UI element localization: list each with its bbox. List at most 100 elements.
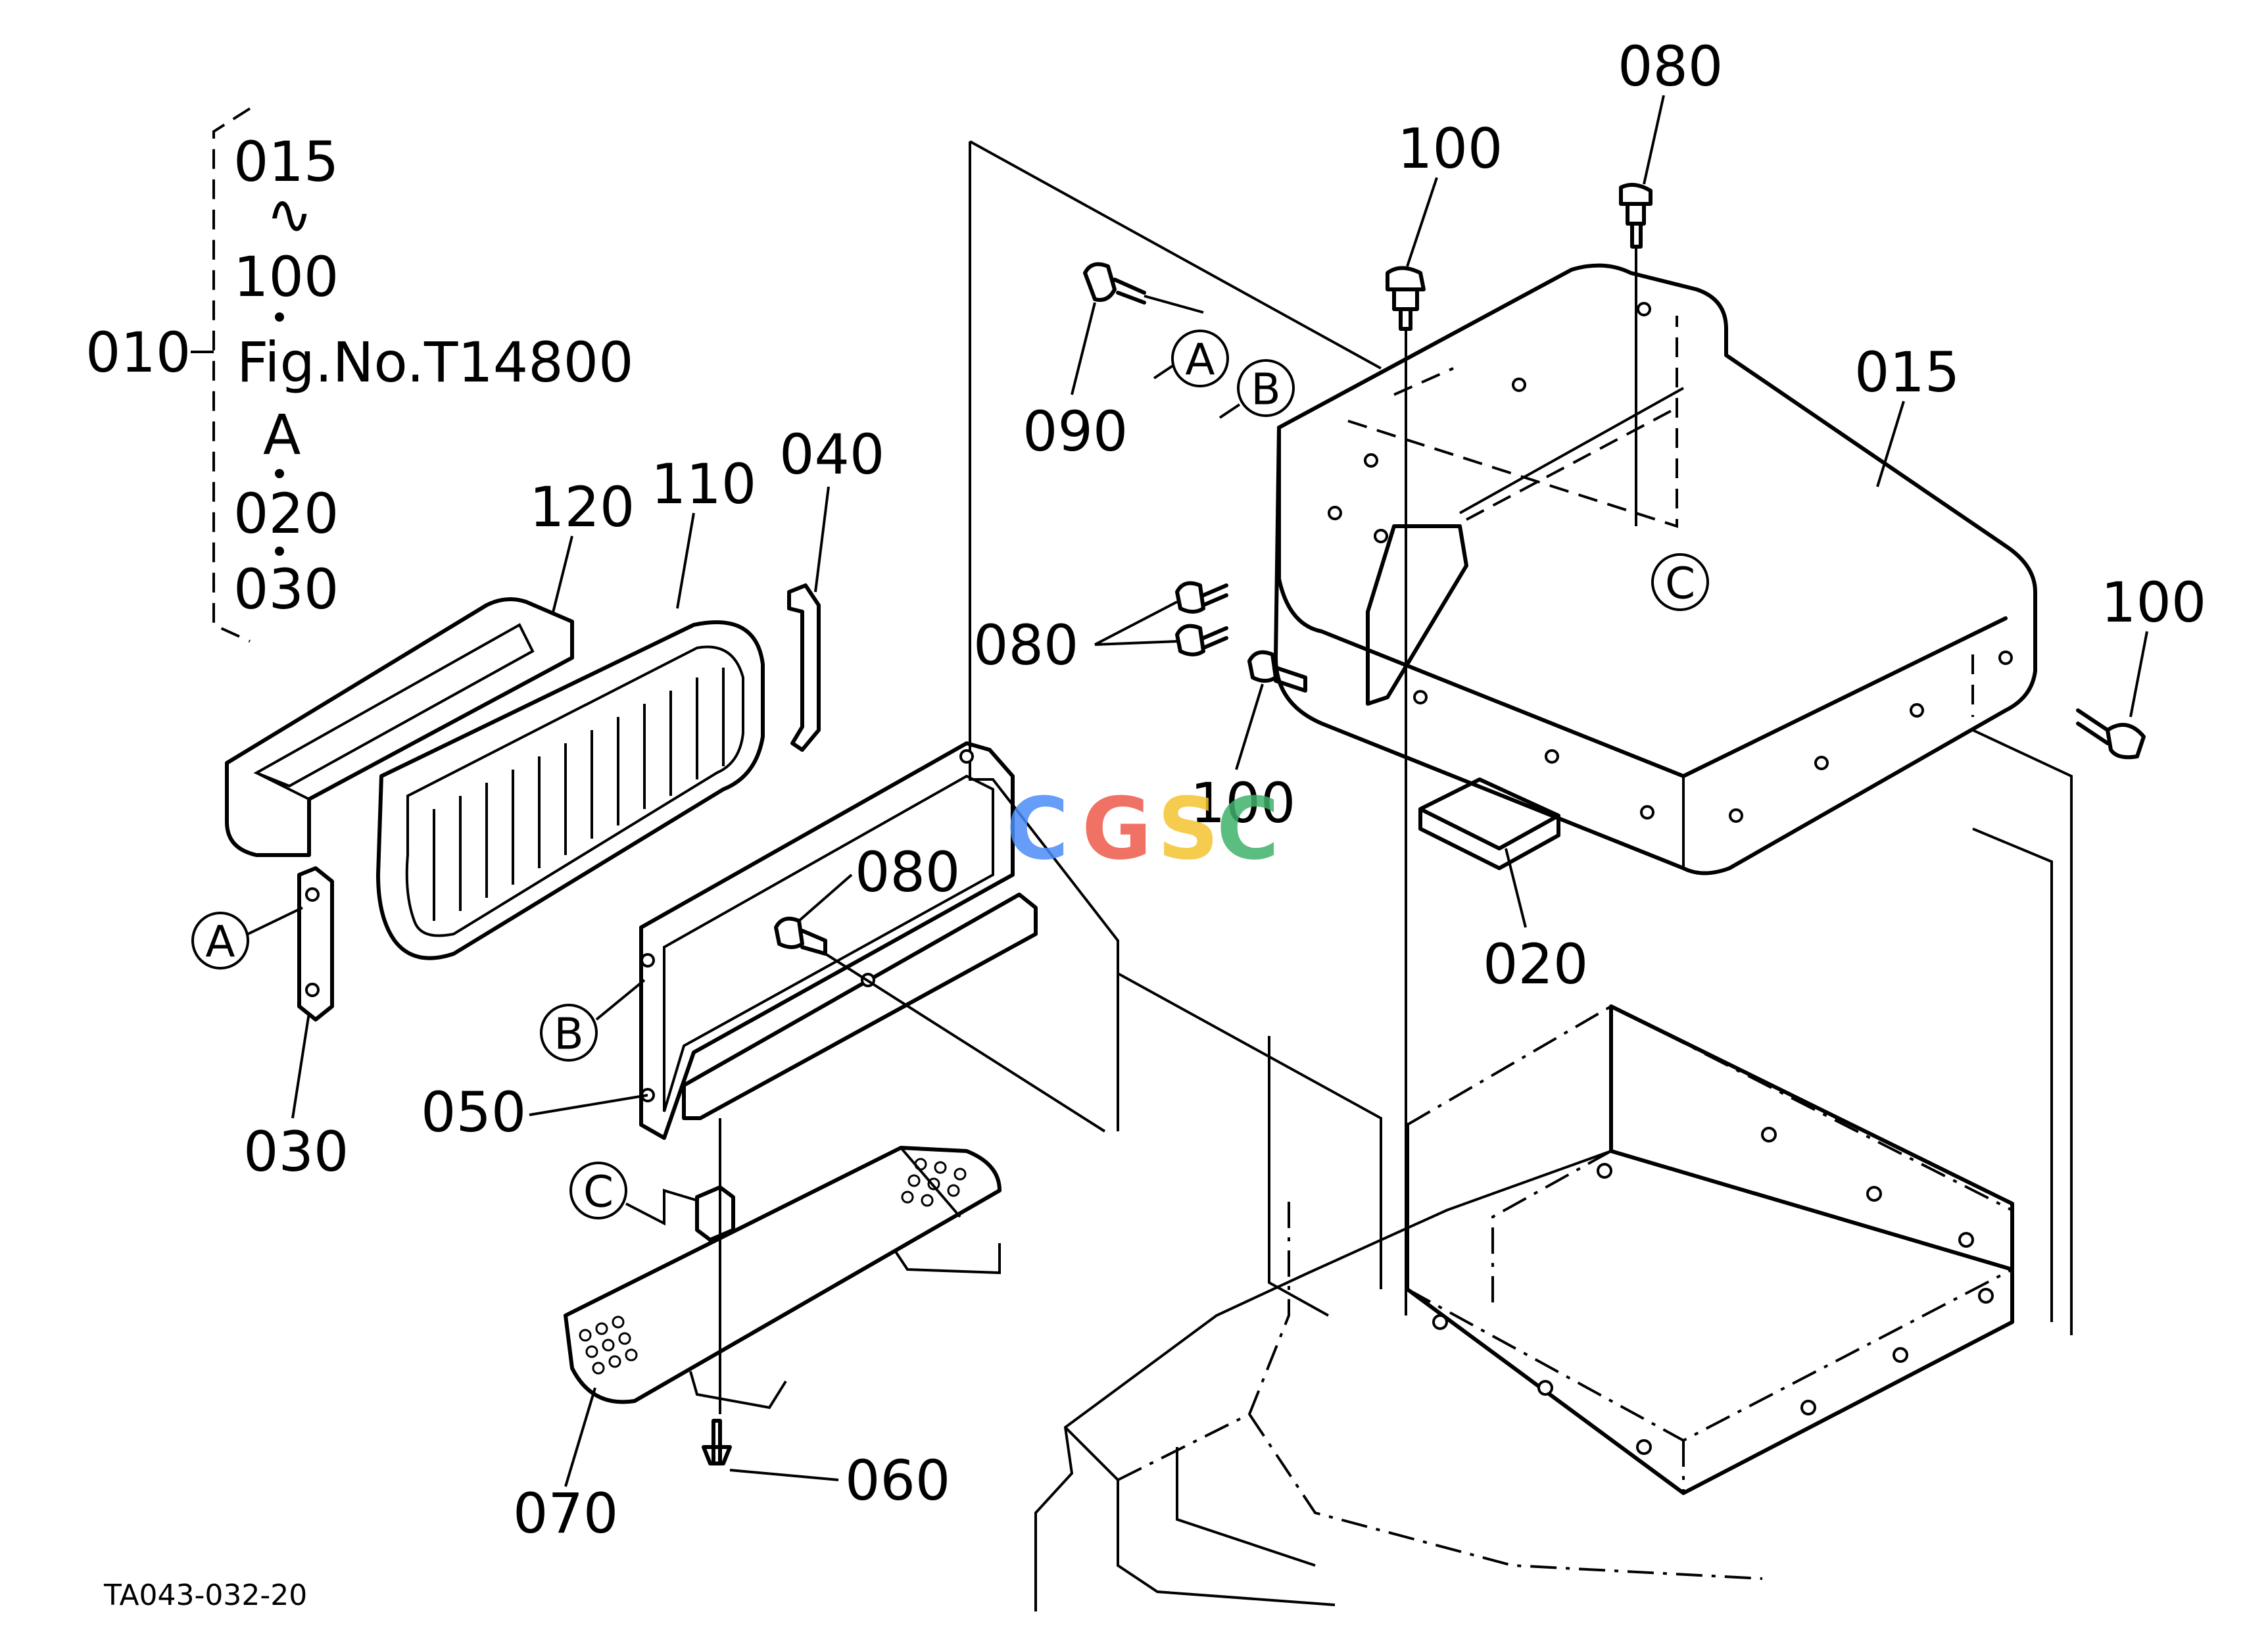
watermark-letter: C	[1217, 779, 1279, 879]
leader-080-top	[1643, 95, 1665, 185]
housing-inner	[405, 645, 744, 937]
callout-040: 040	[779, 422, 884, 487]
ref-A-left-text: A	[205, 917, 235, 968]
leader-020	[1505, 848, 1527, 928]
ref-B-left-text: B	[554, 1009, 583, 1060]
box-hole	[1814, 756, 1829, 770]
grille-housing-110	[376, 620, 765, 960]
storage-box-015	[1274, 263, 2037, 875]
frame-hole	[1537, 1380, 1553, 1396]
callout-030: 030	[243, 1119, 349, 1184]
leader-090	[1071, 302, 1096, 395]
bolts-080-side	[1175, 581, 1228, 656]
bolt-080-side-b	[1175, 624, 1228, 656]
leader-015	[1876, 401, 1905, 487]
callout-060: 060	[845, 1448, 950, 1513]
ref-top-leaders	[1153, 364, 1241, 419]
box-hole	[1545, 749, 1559, 764]
bolt-080-plate	[774, 916, 827, 956]
callout-100-right: 100	[2101, 570, 2206, 635]
label-range-symbol: ∿	[266, 182, 312, 247]
bolt-080-top-shape	[1619, 183, 1653, 249]
callout-110: 110	[651, 452, 756, 516]
leader-030	[291, 1012, 310, 1119]
cab-panel	[969, 140, 2073, 1335]
leader-110	[676, 512, 695, 609]
base-outline	[1034, 1150, 1612, 1611]
bolt-080-top	[1619, 183, 1653, 249]
label-020: 020	[233, 481, 339, 546]
bullet-dot	[275, 312, 284, 322]
frame-chain-inner	[1491, 1150, 1685, 1493]
frame-hole	[1432, 1314, 1448, 1330]
box-hole	[1640, 805, 1654, 820]
frame-050	[639, 741, 1038, 1140]
box-hole	[1374, 529, 1388, 543]
frame-050-inner	[663, 774, 994, 1112]
box-fold-line	[1459, 387, 1684, 514]
screw-060-shape	[702, 1419, 732, 1465]
callout-070: 070	[513, 1481, 618, 1546]
ref-A-top-text: A	[1185, 335, 1215, 385]
callout-100-mid: 100	[1190, 771, 1295, 835]
bullet-dot	[275, 547, 284, 556]
leader-100-right	[2129, 631, 2148, 718]
panel-outline	[969, 141, 1382, 1289]
bolt-080-side-a	[1175, 581, 1228, 614]
label-range-end: 100	[233, 245, 339, 309]
frame-chain-lines	[1406, 1004, 2013, 1442]
frame-050-outline	[639, 741, 1015, 1140]
callout-020: 020	[1483, 932, 1588, 996]
callout-090: 090	[1023, 399, 1128, 464]
bracket-030-hole	[305, 887, 320, 902]
figure-code: TA043-032-20	[103, 1579, 307, 1612]
panel-lower	[1268, 1036, 1329, 1317]
ref-B-left-leader	[595, 979, 646, 1021]
ref-A-left-leader	[247, 906, 303, 935]
box-front-edge	[1277, 426, 2008, 778]
frame-050-hole	[640, 953, 655, 968]
watermark-letter: S	[1157, 779, 1219, 879]
watermark-letter: G	[1082, 779, 1152, 879]
label-ref-a: A	[263, 403, 301, 467]
panel-right-edge	[1972, 729, 2073, 1335]
ref-A-left: A	[191, 912, 249, 970]
panel-top-edge	[969, 140, 1382, 370]
leader-100-top	[1406, 177, 1438, 267]
bolt-100-top-shape	[1386, 266, 1426, 331]
ref-C-box: C	[1651, 553, 1709, 611]
grille-slats	[433, 668, 725, 921]
bracket-line	[212, 107, 251, 643]
frame-hole	[1597, 1163, 1612, 1179]
bolt-100-right	[2076, 708, 2146, 760]
callout-080-top: 080	[1618, 34, 1723, 99]
ref-B-left: B	[540, 1004, 598, 1062]
ref-A-top: A	[1171, 330, 1229, 387]
callout-120: 120	[529, 475, 635, 539]
housing-outline	[376, 620, 765, 960]
callout-015: 015	[1854, 340, 1960, 405]
ref-C-left: C	[569, 1162, 627, 1219]
box-hole	[1910, 703, 1924, 718]
label-fig-ref: Fig.No.T14800	[237, 330, 634, 395]
frame-hole	[1958, 1232, 1974, 1248]
mount-bracket-c	[695, 1185, 735, 1242]
frame-hole	[1866, 1186, 1882, 1202]
leader-120	[551, 535, 573, 616]
base-inner	[1064, 1426, 1336, 1606]
ref-B-top: B	[1237, 359, 1295, 417]
box-hole	[1328, 506, 1342, 520]
callout-100-top: 100	[1397, 116, 1503, 181]
cover-120	[225, 597, 574, 857]
watermark-letter: C	[1006, 779, 1069, 879]
ref-C-left-text: C	[583, 1167, 614, 1217]
bolt-100-top	[1386, 266, 1426, 331]
bolt-100-right-shape	[2076, 708, 2146, 760]
leader-040	[814, 486, 830, 593]
bracket-040	[787, 583, 821, 752]
assembly-bracket: 010 015 ∿ 100 Fig.No.T14800 A 020 030	[85, 107, 634, 643]
frame-back	[1609, 1004, 2014, 1271]
box-hinge-bracket	[1366, 524, 1468, 706]
watermark-logo: C G S C	[1006, 779, 1279, 879]
bolt-090	[1083, 262, 1146, 305]
